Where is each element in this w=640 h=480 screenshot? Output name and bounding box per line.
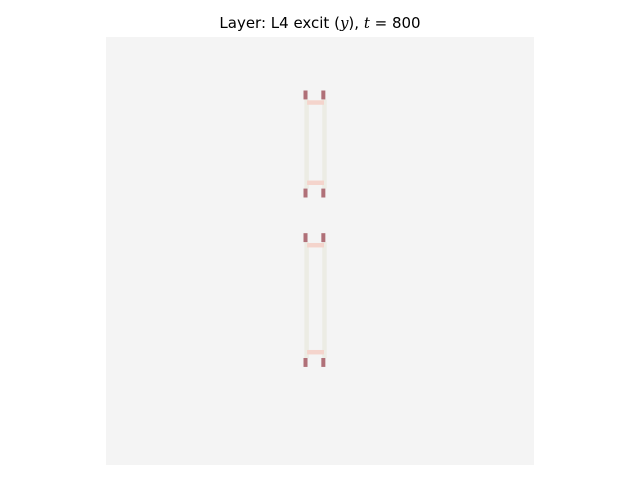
title-equals: = [369,14,392,32]
chart-title: Layer: L4 excit (y), t = 800 [0,13,640,33]
faint-trace-1 [322,99,327,189]
heatmap-cell-strong-2 [303,188,308,198]
heatmap-cells [303,90,326,367]
heatmap-cell-strong-1 [321,90,326,100]
heatmap-cell-strong-4 [303,233,308,243]
title-var-y: y [339,14,349,32]
heatmap-cell-strong-7 [321,358,326,367]
heatmap-cell-light-8 [307,100,325,105]
heatmap-cell-strong-5 [321,233,326,243]
faint-trace-0 [304,99,309,189]
heatmap-background [106,37,534,465]
faint-trace-3 [322,242,327,358]
heatmap-cell-strong-0 [303,90,308,100]
heatmap-cell-light-9 [307,180,325,186]
faint-traces [304,99,327,358]
heatmap-cell-strong-3 [321,188,326,198]
title-t-value: 800 [391,14,421,32]
title-middle: ), [348,14,364,32]
title-var-t: t [363,14,370,32]
heatmap-cell-light-10 [307,242,325,248]
heatmap-cell-strong-6 [303,358,308,367]
heatmap-cell-light-11 [307,349,325,355]
title-prefix: Layer: L4 excit ( [219,14,340,32]
faint-trace-2 [304,242,309,358]
